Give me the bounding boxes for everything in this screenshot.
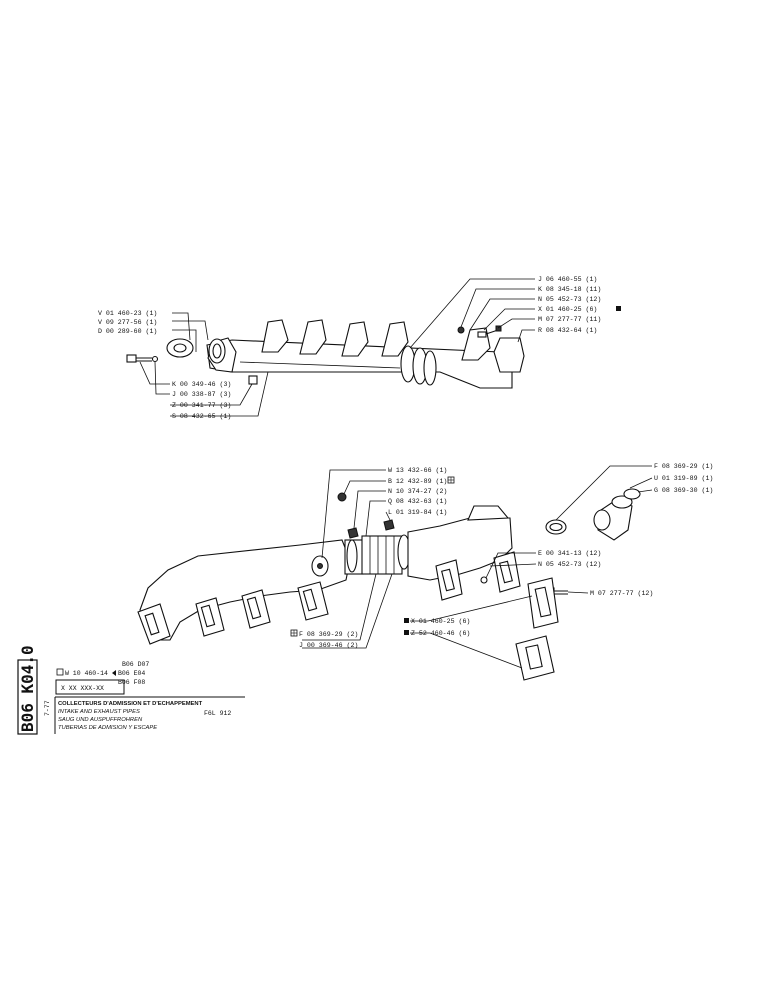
callout-lower-top-right: G 08 369-30 (1) bbox=[654, 487, 713, 494]
callout-upper-bottom: K 00 349-46 (3) bbox=[172, 381, 231, 388]
callout-upper-right: R 08 432-64 (1) bbox=[538, 327, 597, 334]
callout-lower-top: N 10 374-27 (2) bbox=[388, 488, 447, 495]
callout-upper-left: V 01 460-23 (1) bbox=[98, 310, 157, 317]
ref-b06-f08: B06 F08 bbox=[118, 679, 145, 686]
title-french: COLLECTEURS D'ADMISSION ET D'ECHAPPEMENT bbox=[58, 701, 203, 707]
ref-square-icon bbox=[56, 668, 64, 676]
callout-lower-top: W 13 432-66 (1) bbox=[388, 467, 447, 474]
upper-bottom-callouts: K 00 349-46 (3) J 00 338-87 (3) Z 00 341… bbox=[172, 381, 231, 420]
lower-leader-lines bbox=[302, 465, 653, 669]
callout-lower-bottom-left: J 00 369-46 (2) bbox=[299, 642, 358, 649]
upper-intake-manifold bbox=[126, 319, 525, 389]
upper-right-callouts: J 06 460-55 (1) K 08 345-18 (11) N 05 45… bbox=[538, 276, 621, 334]
callout-upper-right: M 07 277-77 (11) bbox=[538, 316, 601, 323]
upper-left-callouts: V 01 460-23 (1) V 09 277-56 (1) D 00 289… bbox=[98, 310, 157, 335]
callout-lower-mid-right: M 07 277-77 (12) bbox=[590, 590, 653, 597]
title-spanish: TUBERIAS DE ADMISION Y ESCAPE bbox=[58, 725, 157, 731]
callout-lower-top-right: U 01 319-89 (1) bbox=[654, 475, 713, 482]
callout-upper-bottom: J 00 338-87 (3) bbox=[172, 391, 231, 398]
ref-b06-e04: B06 E04 bbox=[118, 670, 145, 677]
page-code-box bbox=[17, 659, 38, 735]
title-english: INTAKE AND EXHAUST PIPES bbox=[58, 709, 140, 715]
lower-exhaust-manifold bbox=[137, 488, 641, 681]
lower-mid-right-callouts: E 00 341-13 (12) N 05 452-73 (12) M 07 2… bbox=[538, 550, 653, 597]
callout-lower-top: L 01 319-84 (1) bbox=[388, 509, 447, 516]
page-code: B06 K04.0 bbox=[18, 645, 37, 732]
callout-lower-bottom-right: X 01 460-25 (6) bbox=[411, 618, 470, 625]
symbol-square-filled bbox=[404, 618, 409, 623]
callout-upper-right: K 08 345-18 (11) bbox=[538, 286, 601, 293]
callout-upper-bottom: S 08 432-65 (1) bbox=[172, 413, 231, 420]
callout-lower-mid-right: E 00 341-13 (12) bbox=[538, 550, 601, 557]
callout-lower-top: Q 08 432-63 (1) bbox=[388, 498, 447, 505]
callout-upper-bottom: Z 00 341-77 (3) bbox=[172, 402, 231, 409]
ref-b06-d07: B06 D07 bbox=[122, 661, 149, 668]
lower-bottom-right-callouts: X 01 460-25 (6) Z 52 460-46 (6) bbox=[404, 618, 470, 637]
symbol-square-filled bbox=[616, 306, 621, 311]
callout-lower-top: B 12 432-89 (1) bbox=[388, 478, 447, 485]
ref-w: W 10 460-14 bbox=[65, 670, 108, 677]
code-pattern-box bbox=[55, 679, 125, 695]
callout-upper-right: N 05 452-73 (12) bbox=[538, 296, 601, 303]
callout-lower-bottom-left: F 08 369-29 (2) bbox=[299, 631, 358, 638]
symbol-square-filled bbox=[404, 630, 409, 635]
callout-lower-top-right: F 08 369-29 (1) bbox=[654, 463, 713, 470]
callout-upper-left: V 09 277-56 (1) bbox=[98, 319, 157, 326]
lower-top-right-callouts: F 08 369-29 (1) U 01 319-89 (1) G 08 369… bbox=[654, 463, 713, 494]
title-block: B06 K04.0 7-77 B06 D07 W 10 460-14 B06 E… bbox=[17, 645, 245, 735]
lower-top-callouts: W 13 432-66 (1) B 12 432-89 (1) N 10 374… bbox=[388, 467, 455, 516]
callout-upper-right: X 01 460-25 (6) bbox=[538, 306, 597, 313]
engine-model: F6L 912 bbox=[204, 710, 231, 717]
date-code: 7-77 bbox=[44, 700, 51, 716]
code-pattern: X XX XXX-XX bbox=[61, 685, 104, 692]
arrow-left-icon bbox=[112, 670, 116, 676]
callout-upper-right: J 06 460-55 (1) bbox=[538, 276, 597, 283]
title-german: SAUG UND AUSPUFFROHREN bbox=[58, 717, 143, 723]
callout-upper-left: D 00 289-60 (1) bbox=[98, 328, 157, 335]
lower-bottom-left-callouts: F 08 369-29 (2) J 00 369-46 (2) bbox=[290, 629, 358, 649]
callout-lower-bottom-right: Z 52 460-46 (6) bbox=[411, 630, 470, 637]
upper-leader-lines bbox=[139, 278, 535, 417]
callout-lower-mid-right: N 05 452-73 (12) bbox=[538, 561, 601, 568]
